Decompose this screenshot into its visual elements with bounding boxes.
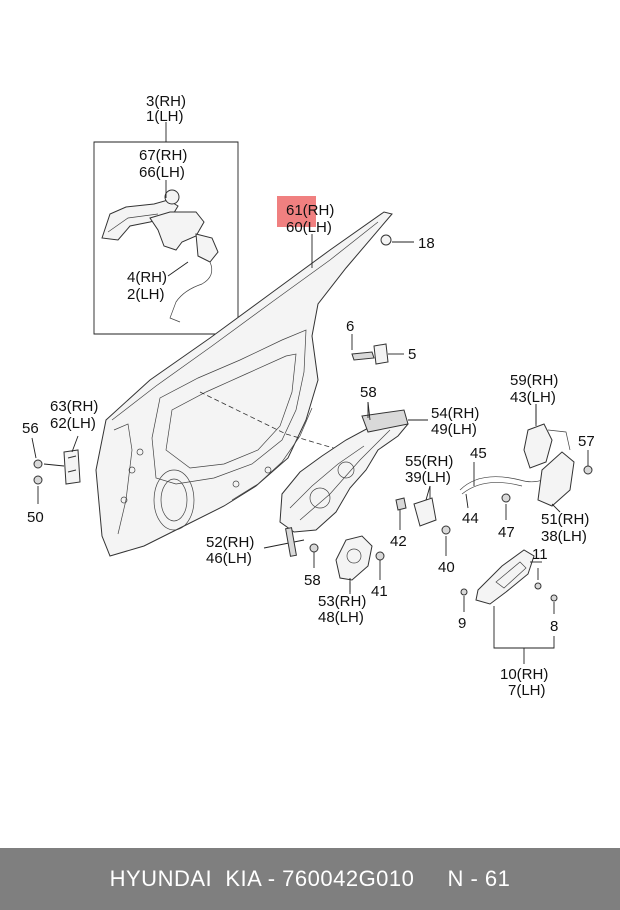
door-latch-icon bbox=[523, 404, 575, 513]
clip-47-icon bbox=[501, 493, 511, 503]
label-63rh: 63(RH) bbox=[50, 398, 98, 415]
label-49lh: 49(LH) bbox=[431, 421, 477, 438]
label-48lh: 48(LH) bbox=[318, 609, 364, 626]
bolt-40-icon bbox=[441, 525, 451, 556]
label-60lh: 60(LH) bbox=[286, 219, 332, 236]
leader-4 bbox=[167, 261, 189, 277]
part-61-highlight bbox=[277, 196, 316, 227]
label-56: 56 bbox=[22, 420, 39, 437]
label-47: 47 bbox=[498, 524, 515, 541]
label-61rh: 61(RH) bbox=[286, 202, 334, 219]
label-7lh: 7(LH) bbox=[508, 682, 546, 699]
label-10rh: 10(RH) bbox=[500, 666, 548, 683]
label-38lh: 38(LH) bbox=[541, 528, 587, 545]
clip-18-icon bbox=[380, 234, 414, 246]
label-46lh: 46(LH) bbox=[206, 550, 252, 567]
label-39lh: 39(LH) bbox=[405, 469, 451, 486]
label-3rh: 3(RH) bbox=[146, 93, 186, 110]
label-53rh: 53(RH) bbox=[318, 593, 366, 610]
label-6: 6 bbox=[346, 318, 354, 335]
window-regulator-icon bbox=[279, 401, 428, 533]
label-57: 57 bbox=[578, 433, 595, 450]
label-51rh: 51(RH) bbox=[541, 511, 589, 528]
label-1lh: 1(LH) bbox=[146, 108, 184, 125]
outside-handle-icon bbox=[101, 189, 219, 323]
dashed-line-2 bbox=[285, 433, 341, 451]
label-11: 11 bbox=[532, 546, 548, 563]
nut-41-icon bbox=[375, 551, 385, 561]
label-18: 18 bbox=[418, 235, 435, 252]
label-41: 41 bbox=[371, 583, 388, 600]
footer-bar: HYUNDAI KIA - 760042G010 N - 61 bbox=[0, 848, 620, 910]
label-58a: 58 bbox=[360, 384, 377, 401]
footer-text: HYUNDAI KIA - 760042G010 N - 61 bbox=[109, 866, 511, 891]
label-54rh: 54(RH) bbox=[431, 405, 479, 422]
bracket-5-icon bbox=[351, 334, 404, 365]
inside-handle-icon bbox=[460, 549, 558, 664]
bolt-57-icon bbox=[583, 450, 593, 475]
label-50: 50 bbox=[27, 509, 44, 526]
label-58b: 58 bbox=[304, 572, 321, 589]
label-45: 45 bbox=[470, 445, 487, 462]
label-67rh: 67(RH) bbox=[139, 147, 187, 164]
door-panel-icon bbox=[95, 211, 393, 557]
label-2lh: 2(LH) bbox=[127, 286, 165, 303]
bolt-52-icon bbox=[263, 527, 305, 557]
label-44: 44 bbox=[462, 510, 479, 527]
label-9: 9 bbox=[458, 615, 466, 632]
label-62lh: 62(LH) bbox=[50, 415, 96, 432]
label-4rh: 4(RH) bbox=[127, 269, 167, 286]
label-5: 5 bbox=[408, 346, 416, 363]
hinge-icon bbox=[31, 435, 81, 504]
clip-42-icon bbox=[395, 497, 407, 530]
bolt-58b-icon bbox=[309, 543, 319, 553]
door-parts-diagram: 3(RH) 1(LH) 67(RH) 66(LH) 4(RH) 2(LH) 61… bbox=[22, 93, 595, 699]
window-motor-icon bbox=[335, 535, 373, 594]
label-52rh: 52(RH) bbox=[206, 534, 254, 551]
label-59rh: 59(RH) bbox=[510, 372, 558, 389]
actuator-55-icon bbox=[413, 485, 437, 527]
label-55rh: 55(RH) bbox=[405, 453, 453, 470]
label-66lh: 66(LH) bbox=[139, 164, 185, 181]
label-8: 8 bbox=[550, 618, 558, 635]
label-42: 42 bbox=[390, 533, 407, 550]
label-40: 40 bbox=[438, 559, 455, 576]
label-43lh: 43(LH) bbox=[510, 389, 556, 406]
